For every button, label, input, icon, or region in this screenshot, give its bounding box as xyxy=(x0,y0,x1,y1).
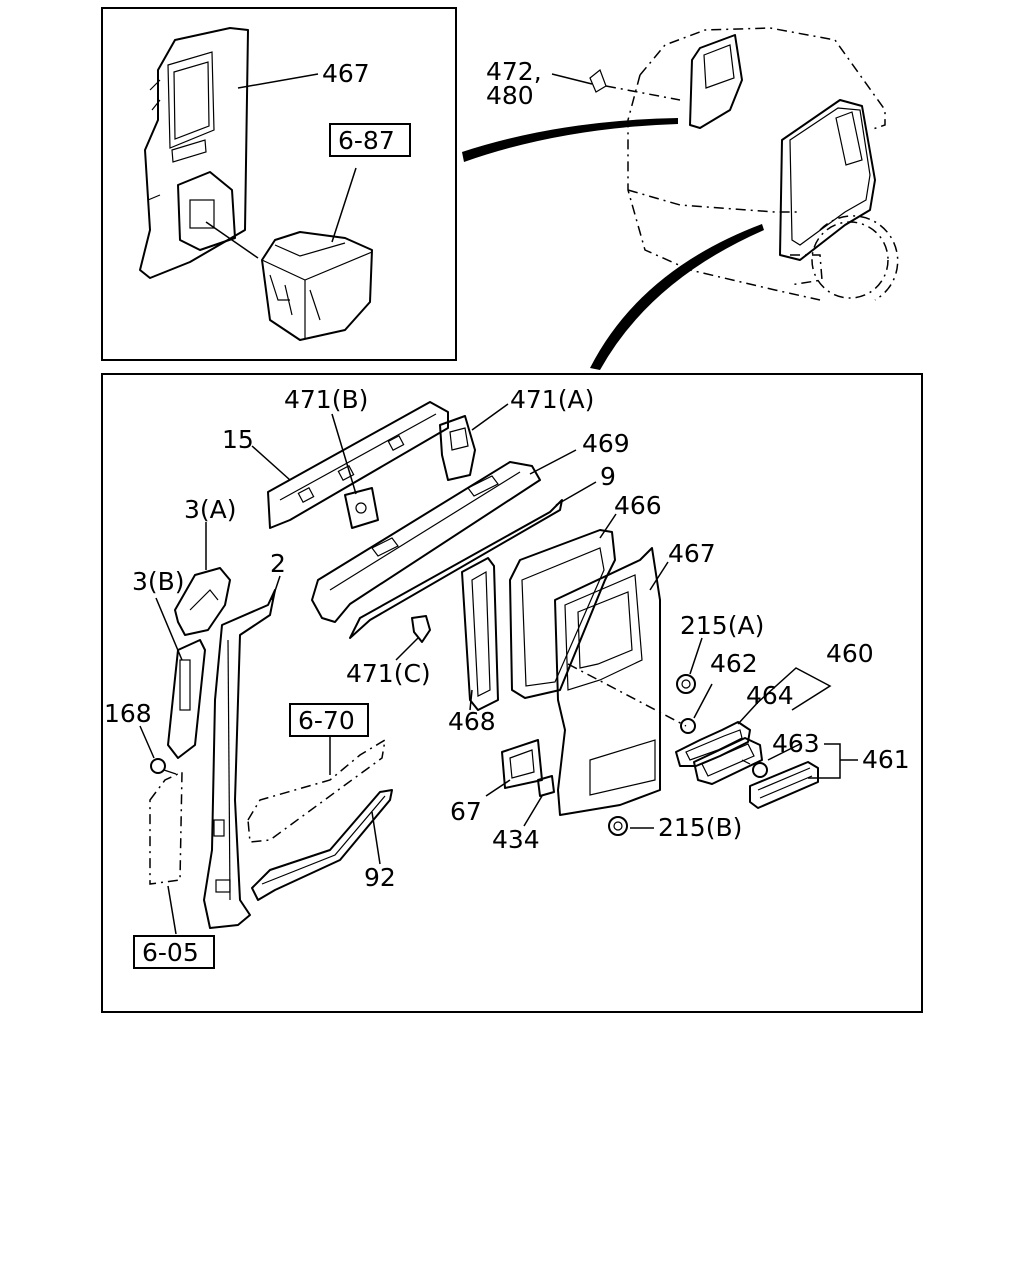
callout-215a: 215(A) xyxy=(680,611,764,640)
callout-2: 2 xyxy=(270,549,286,578)
callout-15: 15 xyxy=(222,425,254,454)
ref-6-05: 6-05 xyxy=(142,938,199,967)
callout-480: 480 xyxy=(486,81,534,110)
callout-434: 434 xyxy=(492,825,540,854)
callout-460: 460 xyxy=(826,639,874,668)
connector-arc-top xyxy=(462,118,678,162)
callout-67: 67 xyxy=(450,797,482,826)
part-67-bracket xyxy=(501,739,543,789)
ref-box-6-70 xyxy=(289,703,369,737)
ref-box-6-87 xyxy=(329,123,411,157)
inset-rear-panel xyxy=(139,27,249,279)
part-2-pillar xyxy=(203,589,276,929)
ref-box-6-05 xyxy=(133,935,215,969)
part-15-rail xyxy=(267,401,449,529)
part-3a-bracket xyxy=(174,567,231,636)
part-467-outer-panel xyxy=(554,547,661,816)
callout-464: 464 xyxy=(746,681,794,710)
part-215a-grommet xyxy=(676,674,696,694)
callout-467: 467 xyxy=(668,539,716,568)
callout-471b: 471(B) xyxy=(284,385,368,414)
part-92-sill xyxy=(251,789,393,901)
callout-463: 463 xyxy=(772,729,820,758)
ref-6-70-piece xyxy=(247,738,387,843)
callout-462: 462 xyxy=(710,649,758,678)
part-471b-bracket xyxy=(344,487,379,529)
inset-frame xyxy=(101,7,457,361)
callout-92: 92 xyxy=(364,863,396,892)
part-460-housing xyxy=(693,737,763,785)
part-462-nut xyxy=(680,718,696,734)
part-463-screw xyxy=(741,759,768,778)
part-461-lens xyxy=(749,761,819,809)
part-434-clip xyxy=(537,775,555,797)
callout-466: 466 xyxy=(614,491,662,520)
callout-3b: 3(B) xyxy=(132,567,185,596)
callout-472: 472, xyxy=(486,57,542,86)
callout-9: 9 xyxy=(600,462,616,491)
callout-468: 468 xyxy=(448,707,496,736)
part-215b-grommet xyxy=(608,816,628,836)
part-3b-pillar xyxy=(167,639,206,759)
callout-471c: 471(C) xyxy=(346,659,431,688)
part-464-gasket xyxy=(675,721,751,767)
callout-461: 461 xyxy=(862,745,910,774)
part-168-bolt xyxy=(150,758,177,775)
ref-6-70: 6-70 xyxy=(298,706,355,735)
main-frame xyxy=(101,373,923,1013)
callout-467-inset: 467 xyxy=(322,59,370,88)
ref-6-87: 6-87 xyxy=(338,126,395,155)
part-466-inner-panel xyxy=(509,529,616,699)
callout-471a: 471(A) xyxy=(510,385,594,414)
callout-168: 168 xyxy=(104,699,152,728)
part-469-crossmember xyxy=(311,461,541,623)
part-9-strip xyxy=(349,499,563,639)
part-468-pillar xyxy=(461,557,499,711)
part-471c-clip xyxy=(411,615,431,643)
callout-469: 469 xyxy=(582,429,630,458)
callout-215b: 215(B) xyxy=(658,813,742,842)
callout-3a: 3(A) xyxy=(184,495,237,524)
inset-container xyxy=(261,231,373,341)
vehicle-rear-view xyxy=(627,27,899,301)
part-471a-bracket xyxy=(439,415,476,481)
ref-6-05-piece xyxy=(149,770,183,885)
connector-arc-bottom xyxy=(590,224,764,370)
